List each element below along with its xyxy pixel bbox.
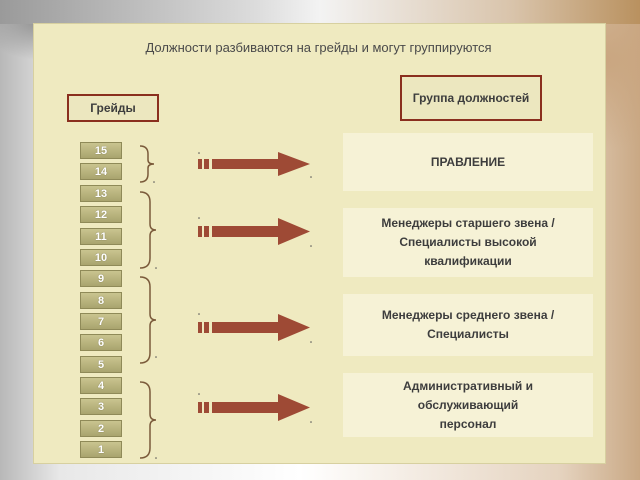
grade-tile: 6 [80,334,122,351]
grade-tile: 5 [80,356,122,373]
arrow-right-icon [196,215,316,249]
position-group-box: Менеджеры старшего звена / Специалисты в… [343,208,593,277]
background-photo-strip [0,0,640,24]
grade-tile: 12 [80,206,122,223]
grade-tile: 11 [80,228,122,245]
brace-icon [138,190,160,270]
grade-tile: 9 [80,270,122,287]
position-group-box: Менеджеры среднего звена / Специалисты [343,294,593,356]
grade-tile: 13 [80,185,122,202]
grade-tile: 2 [80,420,122,437]
position-group-header: Группа должностей [400,75,542,121]
grade-tile: 3 [80,398,122,415]
position-group-box: Административный и обслуживающий персона… [343,373,593,437]
grade-tile: 10 [80,249,122,266]
brace-icon [138,144,160,184]
grade-tile: 8 [80,292,122,309]
position-group-box: ПРАВЛЕНИЕ [343,133,593,191]
diagram-title: Должности разбиваются на грейды и могут … [33,40,604,55]
grade-tile: 7 [80,313,122,330]
arrow-right-icon [196,150,316,180]
brace-icon [138,275,160,365]
grades-header: Грейды [67,94,159,122]
arrow-right-icon [196,391,316,425]
brace-icon [138,380,160,460]
grade-tile: 15 [80,142,122,159]
grade-tile: 1 [80,441,122,458]
grade-tile: 14 [80,163,122,180]
arrow-right-icon [196,311,316,345]
grade-tile: 4 [80,377,122,394]
